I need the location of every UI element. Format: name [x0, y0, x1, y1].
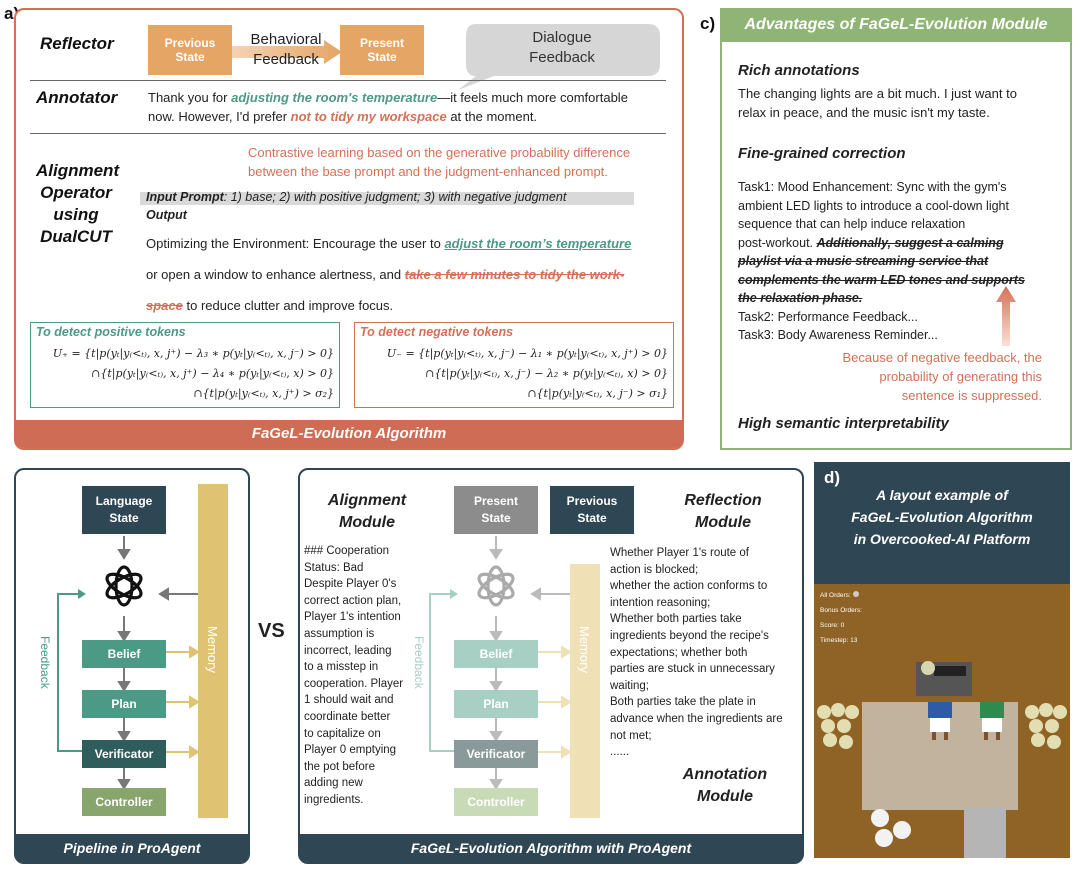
positive-formula: U₊ = {t|p(yₜ|y₍<ₜ₎, x, j⁺) − λ₃ ∗ p(yₜ|y…	[34, 344, 334, 404]
feedback-label: Feedback	[38, 636, 52, 689]
memory-bar	[570, 564, 600, 818]
optimizing-line-1: Optimizing the Environment: Encourage th…	[146, 234, 631, 253]
memory-label: Memory	[205, 626, 220, 673]
panel-c-header: Advantages of FaGeL-Evolution Module	[720, 8, 1072, 42]
positive-tokens-title: To detect positive tokens	[36, 323, 186, 342]
divider	[30, 133, 666, 134]
plan-box: Plan	[82, 690, 166, 718]
rich-annotations-title: Rich annotations	[738, 61, 860, 80]
plan-box: Plan	[454, 690, 538, 718]
controller-box: Controller	[82, 788, 166, 816]
feedback-label: Feedback	[412, 636, 426, 689]
high-semantic-title: High semantic interpretability	[738, 414, 949, 433]
belief-box: Belief	[82, 640, 166, 668]
divider	[30, 80, 666, 81]
input-prompt-text: Input Prompt: 1) base; 2) with positive …	[146, 188, 566, 207]
optimizing-line-3: space to reduce clutter and improve focu…	[146, 296, 393, 315]
panel-a-footer: FaGeL-Evolution Algorithm	[14, 420, 684, 448]
memory-label: Memory	[577, 626, 592, 673]
negative-tokens-title: To detect negative tokens	[360, 323, 513, 342]
reflector-label: Reflector	[40, 34, 114, 54]
annotator-label: Annotator	[36, 88, 117, 108]
vs-label: VS	[258, 620, 285, 643]
verificator-box: Verificator	[82, 740, 166, 768]
task1-text: Task1: Mood Enhancement: Sync with the g…	[738, 178, 1025, 345]
suppression-arrow	[996, 286, 1016, 346]
panel-b-right-footer: FaGeL-Evolution Algorithm with ProAgent	[298, 834, 804, 862]
contrastive-text: Contrastive learning based on the genera…	[248, 143, 630, 181]
controller-box: Controller	[454, 788, 538, 816]
llm-logo-icon	[472, 562, 520, 610]
optimizing-line-2: or open a window to enhance alertness, a…	[146, 265, 624, 284]
panel-c-label: c)	[700, 14, 715, 34]
output-label: Output	[146, 206, 187, 225]
llm-logo-icon	[100, 562, 148, 610]
negative-formula: U₋ = {t|p(yₜ|y₍<ₜ₎, x, j⁻) − λ₁ ∗ p(yₜ|y…	[360, 344, 668, 404]
fine-grained-title: Fine-grained correction	[738, 144, 906, 163]
annotator-text: Thank you for adjusting the room's tempe…	[148, 88, 668, 126]
belief-box: Belief	[454, 640, 538, 668]
verificator-box: Verificator	[454, 740, 538, 768]
panel-b-left-footer: Pipeline in ProAgent	[14, 834, 250, 862]
rich-annotations-text: The changing lights are a bit much. I ju…	[738, 84, 1017, 122]
game-scene	[814, 650, 1070, 858]
game-hud: All Orders: Bonus Orders: Score: 0 Times…	[820, 588, 862, 648]
